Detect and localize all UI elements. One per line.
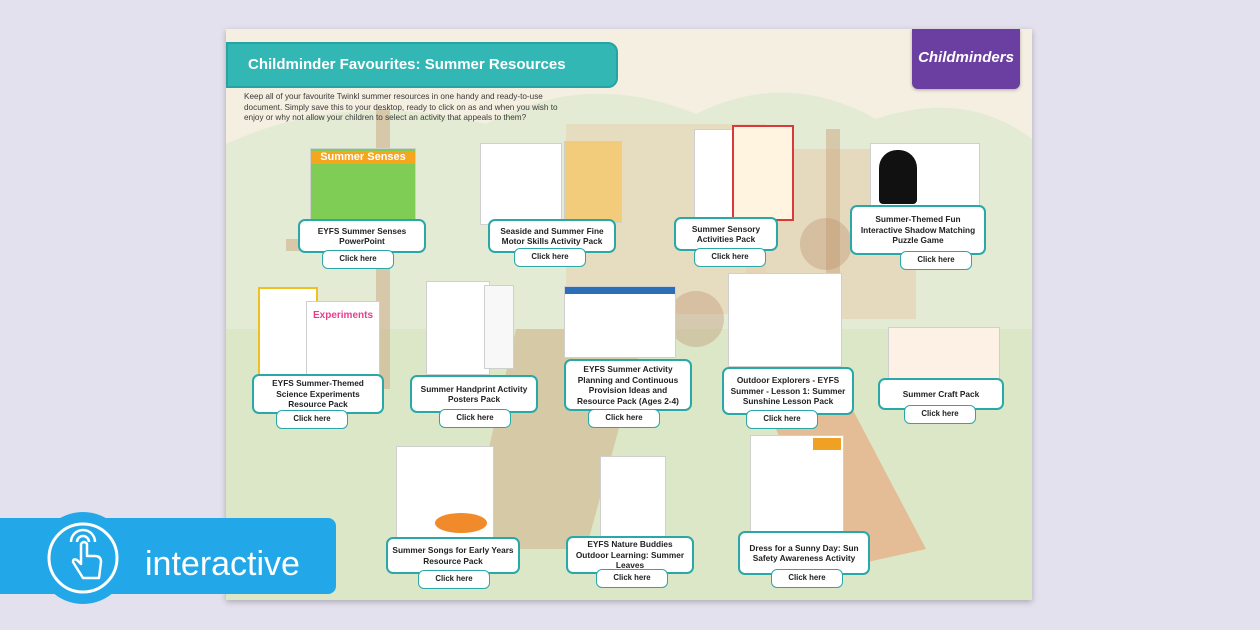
resource-1-thumb-title: Summer Senses <box>311 151 415 164</box>
resource-7-click-button[interactable]: Click here <box>588 409 660 428</box>
resource-8-thumbnail[interactable] <box>728 273 842 367</box>
paddling-pool-image <box>435 513 487 533</box>
resource-12-click-button[interactable]: Click here <box>771 569 843 588</box>
resource-1-thumbnail[interactable]: Summer Senses <box>310 148 416 223</box>
title-banner: Childminder Favourites: Summer Resources <box>226 42 618 88</box>
resource-12-thumb-header <box>813 438 841 450</box>
resource-9-click-button[interactable]: Click here <box>904 405 976 424</box>
tap-hand-icon <box>47 522 119 594</box>
brand-name: Childminders <box>918 49 1014 66</box>
resource-3-title-card: Summer Sensory Activities Pack <box>674 217 778 251</box>
resource-1-click-button[interactable]: Click here <box>322 250 394 269</box>
resource-8-click-button[interactable]: Click here <box>746 410 818 429</box>
resource-3-click-button[interactable]: Click here <box>694 248 766 267</box>
resource-6-title-card: Summer Handprint Activity Posters Pack <box>410 375 538 413</box>
interactive-label: interactive <box>145 545 300 583</box>
ice-cream-shadow-icon <box>879 150 917 204</box>
resource-1-title-card: EYFS Summer Senses PowerPoint <box>298 219 426 253</box>
resource-5-click-button[interactable]: Click here <box>276 410 348 429</box>
resource-2-thumbnail-worksheets <box>564 141 622 223</box>
resource-11-click-button[interactable]: Click here <box>596 569 668 588</box>
resource-7-thumbnail[interactable] <box>564 286 676 358</box>
resource-4-title-card: Summer-Themed Fun Interactive Shadow Mat… <box>850 205 986 255</box>
resource-8-title-card: Outdoor Explorers - EYFS Summer - Lesson… <box>722 367 854 415</box>
resource-4-click-button[interactable]: Click here <box>900 251 972 270</box>
resource-3-thumbnail-sheet <box>732 125 794 221</box>
resource-11-title-card: EYFS Nature Buddies Outdoor Learning: Su… <box>566 536 694 574</box>
resource-5-thumbnail-poster: Experiments <box>306 301 380 375</box>
interactive-badge-circle <box>37 512 129 604</box>
resource-6-thumbnail-sheet <box>484 285 514 369</box>
resource-5-thumb-title: Experiments <box>312 310 374 321</box>
resource-11-thumbnail[interactable] <box>600 456 666 542</box>
resource-5-title-card: EYFS Summer-Themed Science Experiments R… <box>252 374 384 414</box>
childminders-logo: Childminders <box>912 29 1020 89</box>
resource-12-thumbnail[interactable] <box>750 435 844 535</box>
resource-6-thumbnail[interactable] <box>426 281 490 375</box>
resource-2-click-button[interactable]: Click here <box>514 248 586 267</box>
resource-10-click-button[interactable]: Click here <box>418 570 490 589</box>
resource-10-title-card: Summer Songs for Early Years Resource Pa… <box>386 537 520 574</box>
resource-7-thumb-header <box>565 287 675 294</box>
resource-10-thumbnail[interactable] <box>396 446 494 540</box>
intro-text: Keep all of your favourite Twinkl summer… <box>244 92 558 122</box>
resource-sheet: Childminder Favourites: Summer Resources… <box>226 29 1032 600</box>
resource-6-click-button[interactable]: Click here <box>439 409 511 428</box>
resource-4-thumbnail[interactable] <box>870 143 980 211</box>
resource-2-thumbnail[interactable] <box>480 143 562 225</box>
resource-9-thumbnail[interactable] <box>888 327 1000 381</box>
page-title: Childminder Favourites: Summer Resources <box>248 56 566 73</box>
resource-7-title-card: EYFS Summer Activity Planning and Contin… <box>564 359 692 411</box>
